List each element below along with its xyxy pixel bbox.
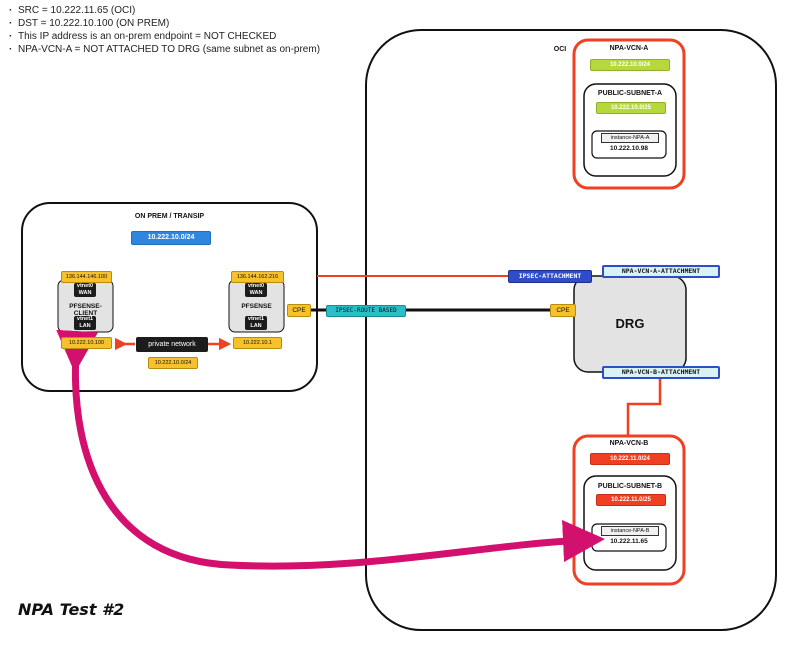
client-lan-if: vtnet1 LAN	[74, 316, 96, 330]
instance-b-ip: 10.222.11.65	[610, 538, 648, 545]
subnet-b-title: PUBLIC-SUBNET-B	[597, 483, 663, 490]
note-item: NPA-VCN-A = NOT ATTACHED TO DRG (same su…	[9, 43, 320, 56]
ipsec-attachment: IPSEC-ATTACHMENT	[508, 270, 592, 283]
onprem-label: ON PREM / TRANSIP	[134, 213, 205, 220]
pfsense-wan-label: WAN	[249, 290, 263, 296]
client-wan-label: WAN	[78, 290, 92, 296]
oci-cpe-tag: CPE	[550, 304, 576, 317]
onprem-cpe-tag: CPE	[287, 304, 311, 317]
instance-a-ip: 10.222.10.98	[610, 145, 648, 152]
pfsense-lan-ip: 10.222.10.1	[233, 337, 282, 349]
note-item: SRC = 10.222.11.65 (OCI)	[9, 4, 320, 17]
notes-list: SRC = 10.222.11.65 (OCI) DST = 10.222.10…	[8, 4, 320, 56]
subnet-a-cidr: 10.222.10.0/25	[596, 102, 666, 114]
subnet-b-cidr: 10.222.11.0/25	[596, 494, 666, 506]
pfsense-wan-if: vtnet0 WAN	[245, 283, 267, 297]
subnet-a-frame	[583, 83, 677, 177]
subnet-b-frame	[583, 475, 677, 571]
note-item: This IP address is an on-prem endpoint =…	[9, 30, 320, 43]
pfsense-name: PFSENSE	[241, 303, 272, 310]
instance-a-label: instance-NPA-A	[601, 133, 659, 143]
vcn-a-cidr: 10.222.10.0/24	[590, 59, 670, 71]
pfsense-wan-if-name: vtnet0	[247, 283, 265, 289]
oci-label: OCI	[553, 46, 567, 53]
note-item: DST = 10.222.10.100 (ON PREM)	[9, 17, 320, 30]
traffic-flow-arrow	[56, 329, 605, 570]
client-wan-if: vtnet0 WAN	[74, 283, 96, 297]
client-name: PFSENSE-CLIENT	[69, 303, 102, 317]
private-network-label: private network	[136, 337, 208, 352]
pfsense-lan-if: vtnet1 LAN	[245, 316, 267, 330]
client-lan-ip: 10.222.10.100	[61, 337, 112, 349]
pfsense-lan-label: LAN	[250, 323, 262, 329]
client-wan-ip: 136.144.146.100	[61, 271, 112, 283]
vcn-a-frame	[572, 38, 686, 190]
vcn-b-cidr: 10.222.11.0/24	[590, 453, 670, 465]
client-lan-if-name: vtnet1	[76, 316, 94, 322]
client-wan-if-name: vtnet0	[76, 283, 94, 289]
vcn-a-title: NPA-VCN-A	[609, 45, 649, 52]
vcn-a-attachment: NPA-VCN-A-ATTACHMENT	[602, 265, 720, 278]
vcn-b-attachment: NPA-VCN-B-ATTACHMENT	[602, 366, 720, 379]
pfsense-lan-if-name: vtnet1	[247, 316, 265, 322]
vcn-b-title: NPA-VCN-B	[609, 440, 649, 447]
diagram-title: NPA Test #2	[18, 600, 125, 619]
subnet-a-title: PUBLIC-SUBNET-A	[597, 90, 663, 97]
private-network-cidr: 10.222.10.0/24	[148, 357, 198, 369]
ipsec-route-label: IPSEC-ROUTE BASED	[326, 305, 406, 317]
instance-b-label: instance-NPA-B	[601, 526, 659, 536]
drg-label: DRG	[615, 316, 645, 331]
onprem-cidr: 10.222.10.0/24	[131, 231, 211, 245]
drg-vcn-b-link	[626, 378, 662, 436]
client-lan-label: LAN	[79, 323, 91, 329]
pfsense-wan-ip: 136.144.162.216	[231, 271, 284, 283]
